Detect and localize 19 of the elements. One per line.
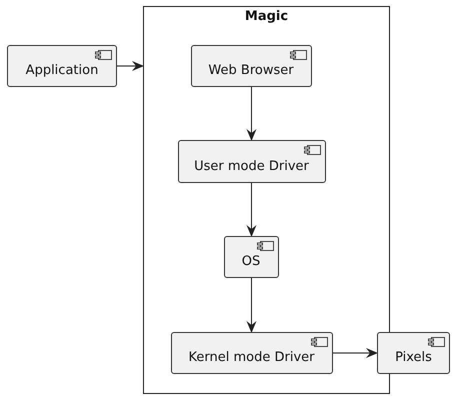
component-box	[377, 332, 450, 374]
component-label: Application	[24, 63, 100, 78]
component-box	[190, 44, 312, 86]
component-box	[224, 236, 278, 278]
component-box	[7, 45, 117, 87]
arrow	[246, 278, 256, 333]
component-label: Kernel mode Driver	[188, 350, 316, 364]
arrow	[116, 61, 144, 71]
package-frame	[143, 6, 390, 394]
component-box	[178, 140, 326, 182]
component-label: Pixels	[394, 350, 433, 365]
package-title: Magic	[244, 9, 290, 24]
component-label: OS	[240, 254, 262, 268]
arrow	[246, 182, 256, 237]
component-label: User mode Driver	[193, 158, 310, 174]
component-box	[170, 332, 332, 374]
arrow	[332, 348, 378, 358]
arrow	[246, 86, 256, 141]
component-label: Web Browser	[207, 62, 295, 78]
